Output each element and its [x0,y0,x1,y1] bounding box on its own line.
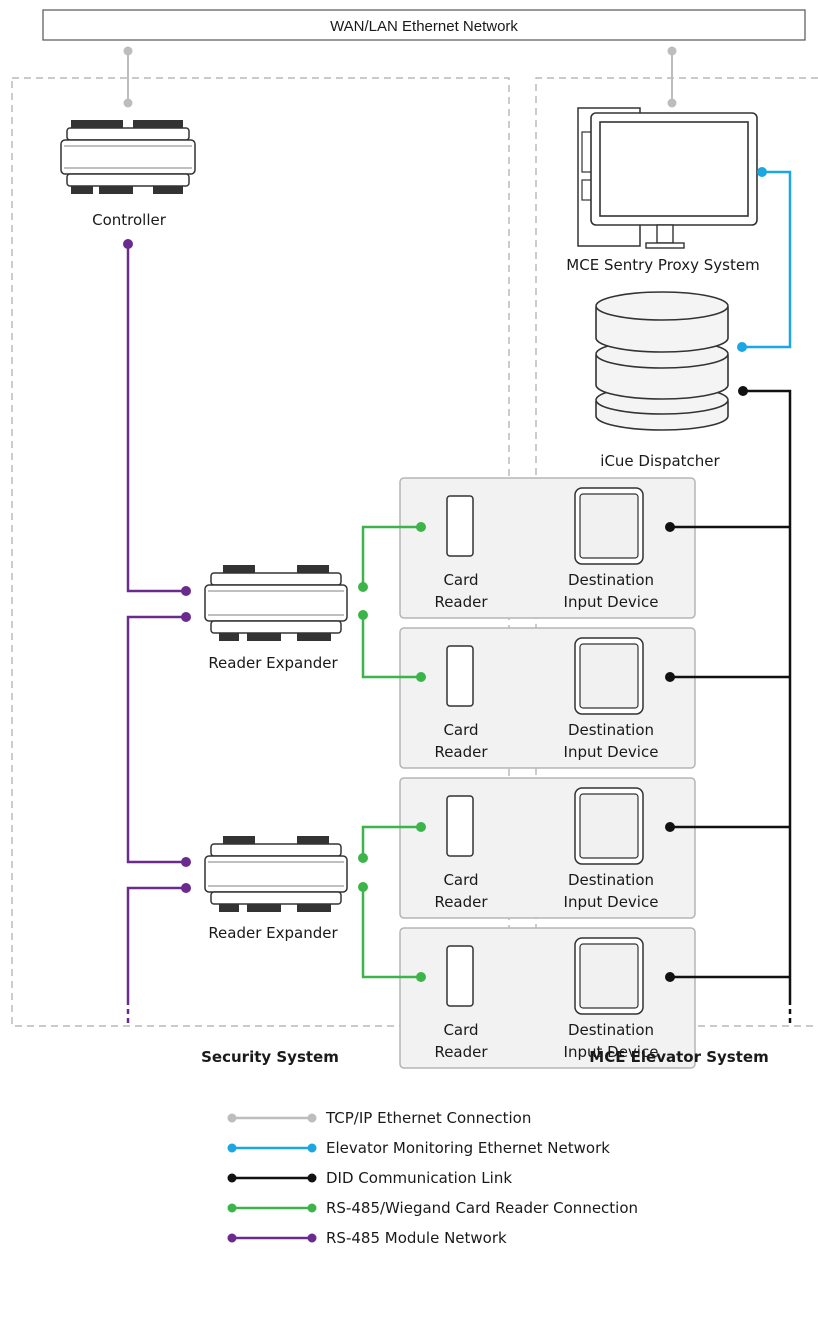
legend-endpoint-dot [307,1143,317,1153]
legend-endpoint-dot [227,1143,237,1153]
legend-endpoint-dot [227,1203,237,1213]
legend-label: RS-485 Module Network [326,1229,507,1247]
card-reader-label: Card [443,721,478,739]
rs485-module-network [126,244,186,1000]
legend-item: TCP/IP Ethernet Connection [227,1109,531,1127]
rs485-endpoints [123,239,191,893]
legend-endpoint-dot [307,1113,317,1123]
station-panel: Card Reader Destination Input Device [399,777,696,919]
card-reader-device [446,945,474,1007]
did-label: Destination [568,1021,654,1039]
did-label: Input Device [564,743,659,761]
did-label: Input Device [564,893,659,911]
did-label: Input Device [564,593,659,611]
elevator-monitoring-endpoint [737,342,747,352]
legend-label: DID Communication Link [326,1169,512,1187]
card-reader-label: Reader [434,743,488,761]
tcpip-connections [123,46,677,108]
proxy-system-label: MCE Sentry Proxy System [566,256,759,274]
reader-expander-device [204,564,348,642]
dispatcher-database-icon [595,291,729,431]
elevator-system-title: MCE Elevator System [589,1048,768,1066]
legend-endpoint-dot [227,1173,237,1183]
legend-item: RS-485 Module Network [227,1229,507,1247]
did-endpoints [665,386,748,982]
card-reader-device [446,495,474,557]
station-panel: Card Reader Destination Input Device [399,627,696,769]
wan-lan-network-label: WAN/LAN Ethernet Network [330,18,518,35]
card-reader-label: Reader [434,893,488,911]
legend-label: RS-485/Wiegand Card Reader Connection [326,1199,638,1217]
elevator-monitoring-link [742,170,792,349]
legend-item: Elevator Monitoring Ethernet Network [227,1139,610,1157]
card-reader-label: Card [443,571,478,589]
legend-item: DID Communication Link [227,1169,512,1187]
card-reader-device [446,795,474,857]
did-label: Destination [568,721,654,739]
security-system-boundary [11,77,510,1027]
dispatcher-label: iCue Dispatcher [600,452,720,470]
card-reader-label: Card [443,1021,478,1039]
card-reader-connections [361,525,421,979]
card-reader-endpoints [358,522,426,982]
reader-expander-device [204,835,348,913]
did-label: Destination [568,871,654,889]
legend-item: RS-485/Wiegand Card Reader Connection [227,1199,638,1217]
wan-lan-network-bar [42,9,806,41]
station-panel: Card Reader Destination Input Device [399,927,696,1069]
reader-expander-label: Reader Expander [208,924,338,942]
elevator-monitoring-endpoint [757,167,767,177]
reader-expander-label: Reader Expander [208,654,338,672]
card-reader-device [446,645,474,707]
legend-endpoint-dot [307,1173,317,1183]
legend-label: TCP/IP Ethernet Connection [325,1109,531,1127]
controller-device [60,119,196,195]
controller-label: Controller [92,211,167,229]
did-label: Destination [568,571,654,589]
proxy-system-computer [577,107,758,249]
card-reader-label: Card [443,871,478,889]
legend-endpoint-dot [307,1203,317,1213]
did-label: Input Device [564,1043,659,1061]
card-reader-label: Reader [434,593,488,611]
legend-endpoint-dot [227,1233,237,1243]
did-communication-link [670,389,792,1000]
legend-label: Elevator Monitoring Ethernet Network [326,1139,610,1157]
card-reader-label: Reader [434,1043,488,1061]
legend-endpoint-dot [307,1233,317,1243]
legend-endpoint-dot [227,1113,237,1123]
security-system-title: Security System [201,1048,339,1066]
station-panel: Card Reader Destination Input Device [399,477,696,619]
